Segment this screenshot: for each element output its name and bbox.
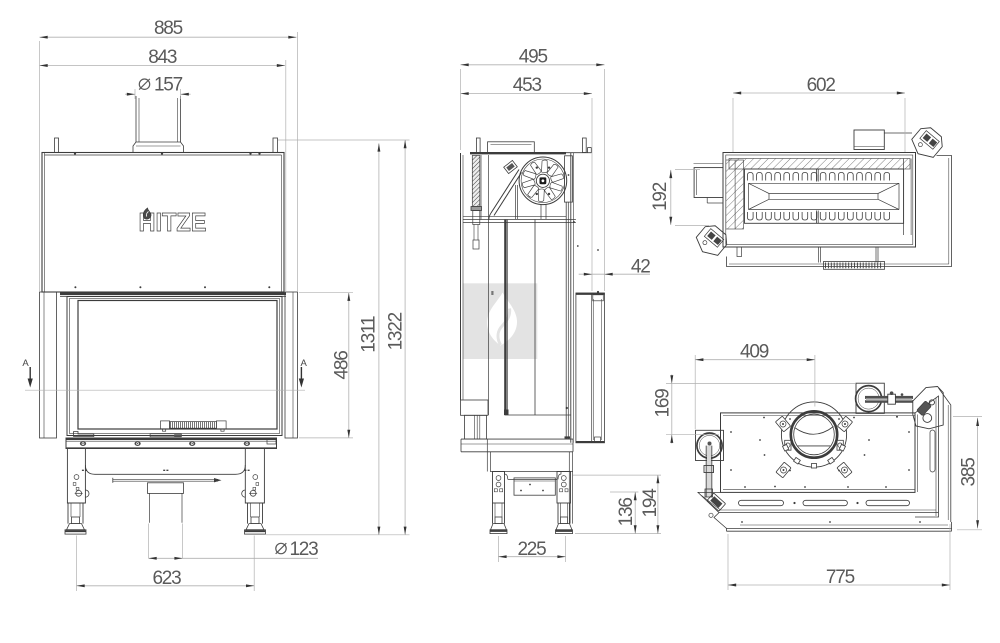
svg-text:602: 602 (807, 75, 836, 96)
svg-text:123: 123 (289, 539, 318, 560)
svg-text:623: 623 (152, 568, 181, 589)
svg-text:409: 409 (740, 342, 769, 363)
svg-text:A: A (301, 358, 308, 369)
svg-text:A: A (22, 358, 29, 369)
svg-text:1322: 1322 (385, 312, 406, 350)
svg-text:157: 157 (154, 75, 183, 96)
svg-text:775: 775 (826, 567, 855, 588)
svg-text:843: 843 (148, 47, 177, 68)
svg-text:225: 225 (517, 539, 546, 560)
svg-text:42: 42 (631, 256, 650, 277)
svg-text:136: 136 (616, 498, 637, 527)
svg-text:1311: 1311 (358, 316, 379, 353)
svg-text:486: 486 (331, 351, 352, 380)
svg-text:885: 885 (154, 18, 183, 39)
svg-text:192: 192 (650, 182, 671, 211)
svg-text:453: 453 (513, 75, 542, 96)
svg-text:169: 169 (652, 389, 673, 418)
svg-text:495: 495 (519, 47, 548, 68)
svg-text:385: 385 (958, 458, 979, 487)
svg-text:194: 194 (640, 488, 661, 518)
